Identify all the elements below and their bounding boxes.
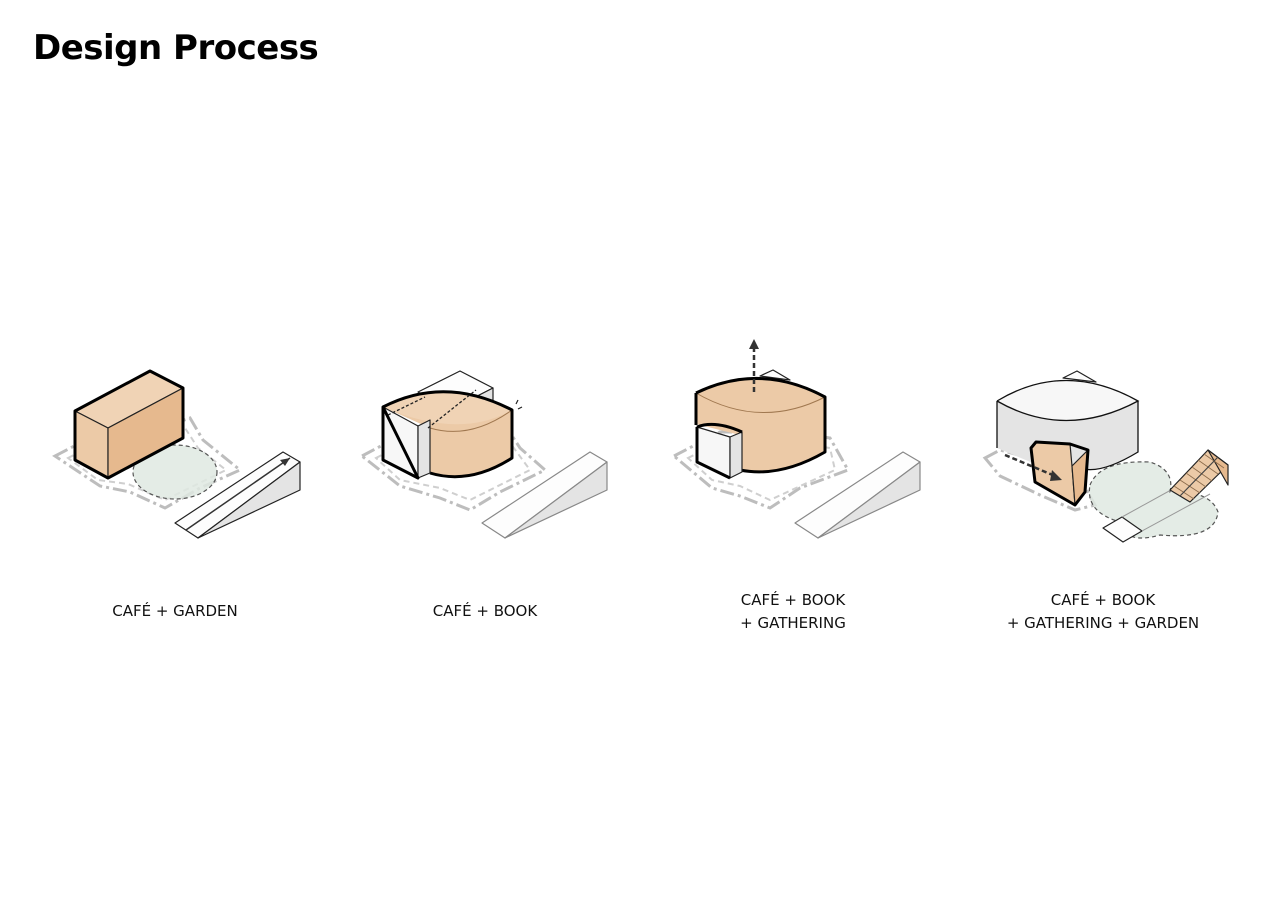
- stage-2-cafe-book: [359, 370, 608, 539]
- arrow-icon: [280, 458, 290, 466]
- stage-4-garden: [982, 370, 1229, 543]
- stair: [1169, 449, 1229, 503]
- cafe-box: [73, 369, 185, 480]
- ramp: [794, 451, 921, 539]
- cafe-cylinder: [382, 390, 514, 479]
- site-outline: [52, 416, 243, 510]
- stage-1-label: CAFÉ + GARDEN: [112, 601, 238, 620]
- spark-icon: [515, 399, 523, 410]
- arrow-right-icon: [1004, 453, 1062, 481]
- stage-4-label-line2: + GATHERING + GARDEN: [1007, 614, 1199, 632]
- book-box: [381, 405, 431, 480]
- gathering-box: [695, 422, 743, 480]
- arrow-up-icon: [749, 339, 759, 392]
- ramp: [174, 451, 301, 539]
- split-line: [387, 396, 426, 416]
- garden-area: [132, 444, 218, 500]
- stage-3-gathering: [671, 339, 921, 539]
- page-title: Design Process: [33, 28, 319, 68]
- stage-4-label-line1: CAFÉ + BOOK: [1051, 590, 1157, 609]
- stage-1-cafe-garden: [52, 369, 301, 539]
- ramp: [481, 451, 608, 539]
- cafe-cylinder: [694, 377, 827, 474]
- stage-2-label: CAFÉ + BOOK: [433, 601, 539, 620]
- stage-3-label-line2: + GATHERING: [740, 614, 846, 632]
- stage-3-label-line1: CAFÉ + BOOK: [741, 590, 847, 609]
